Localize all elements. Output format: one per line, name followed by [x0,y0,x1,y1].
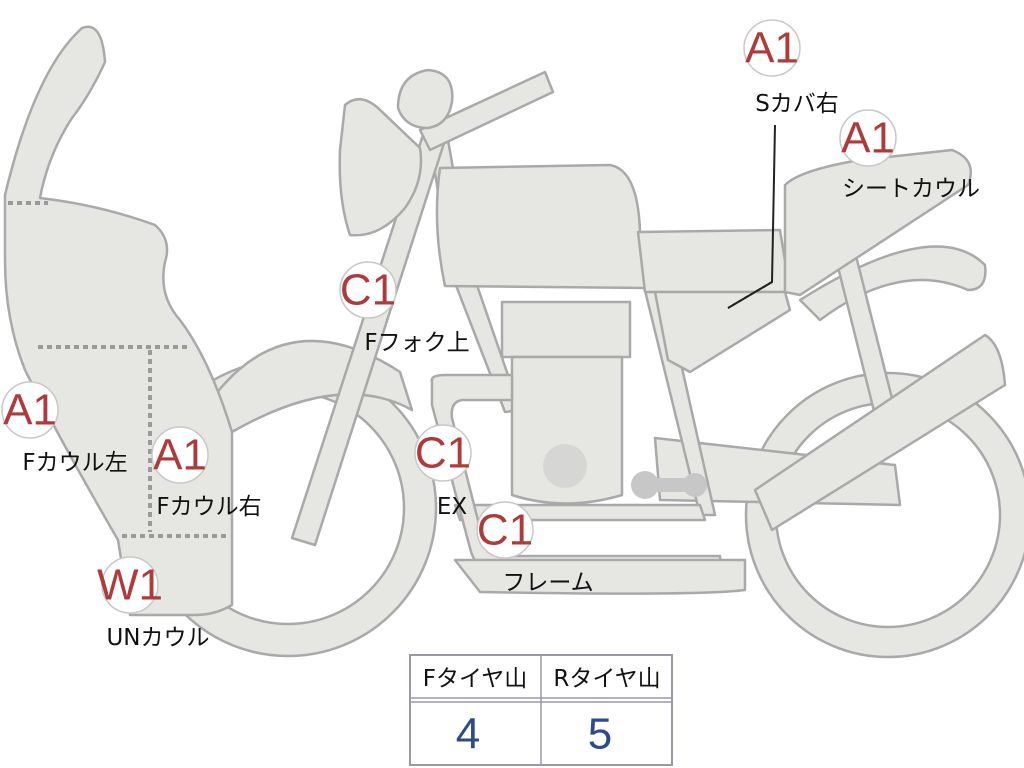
label-front-cowl-right: Fカウル右 [156,494,261,520]
label-front-fork-upper: Fフォク上 [364,330,469,356]
front-tire-header: Fタイヤ山 [423,666,528,692]
front-cowl [3,25,234,617]
front-tire-value: 4 [456,710,480,759]
label-exhaust: EX [437,494,468,520]
damage-marker-under-cowl: W1 UNカウル [97,556,210,651]
grade-seat-cowl: A1 [841,114,895,163]
headlight [338,98,423,237]
label-frame: フレーム [502,570,593,596]
label-seat-cowl: シートカウル [842,176,980,202]
label-s-cover-right: Sカバ右 [755,91,839,117]
grade-frame: C1 [477,506,533,555]
grade-front-fork-upper: C1 [340,266,396,315]
grade-front-cowl-left: A1 [3,386,57,435]
label-front-cowl-left: Fカウル左 [22,450,127,476]
fuel-tank [435,163,647,290]
damage-marker-s-cover-right: A1 Sカバ右 [743,19,839,117]
damage-marker-frame: C1 フレーム [476,501,594,596]
tire-tread-table: Fタイヤ山 Rタイヤ山 4 5 [409,654,673,766]
rear-tire-header: Rタイヤ山 [553,666,660,692]
seat [636,228,792,294]
exhaust-low [453,558,747,595]
grade-exhaust: C1 [415,429,471,478]
side-cover [653,290,792,374]
damage-marker-front-cowl-right: A1 Fカウル右 [151,426,262,520]
handlebar [418,70,555,152]
damage-marker-front-cowl-left: A1 Fカウル左 [1,381,128,476]
mirror [396,68,454,130]
grade-front-cowl-right: A1 [153,431,207,480]
damage-marker-front-fork-upper: C1 Fフォク上 [339,261,470,356]
grade-under-cowl: W1 [97,561,163,610]
damage-marker-exhaust: C1 EX [414,424,472,520]
muffler [753,333,1007,532]
damage-marker-seat-cowl: A1 シートカウル [839,109,980,202]
grade-s-cover-right: A1 [745,24,799,73]
seat-cowl-shape [783,148,972,297]
rear-tire-value: 5 [588,710,612,759]
label-under-cowl: UNカウル [106,625,209,651]
cowl-seams [8,201,230,538]
engine [500,300,632,505]
footpeg [631,471,707,499]
